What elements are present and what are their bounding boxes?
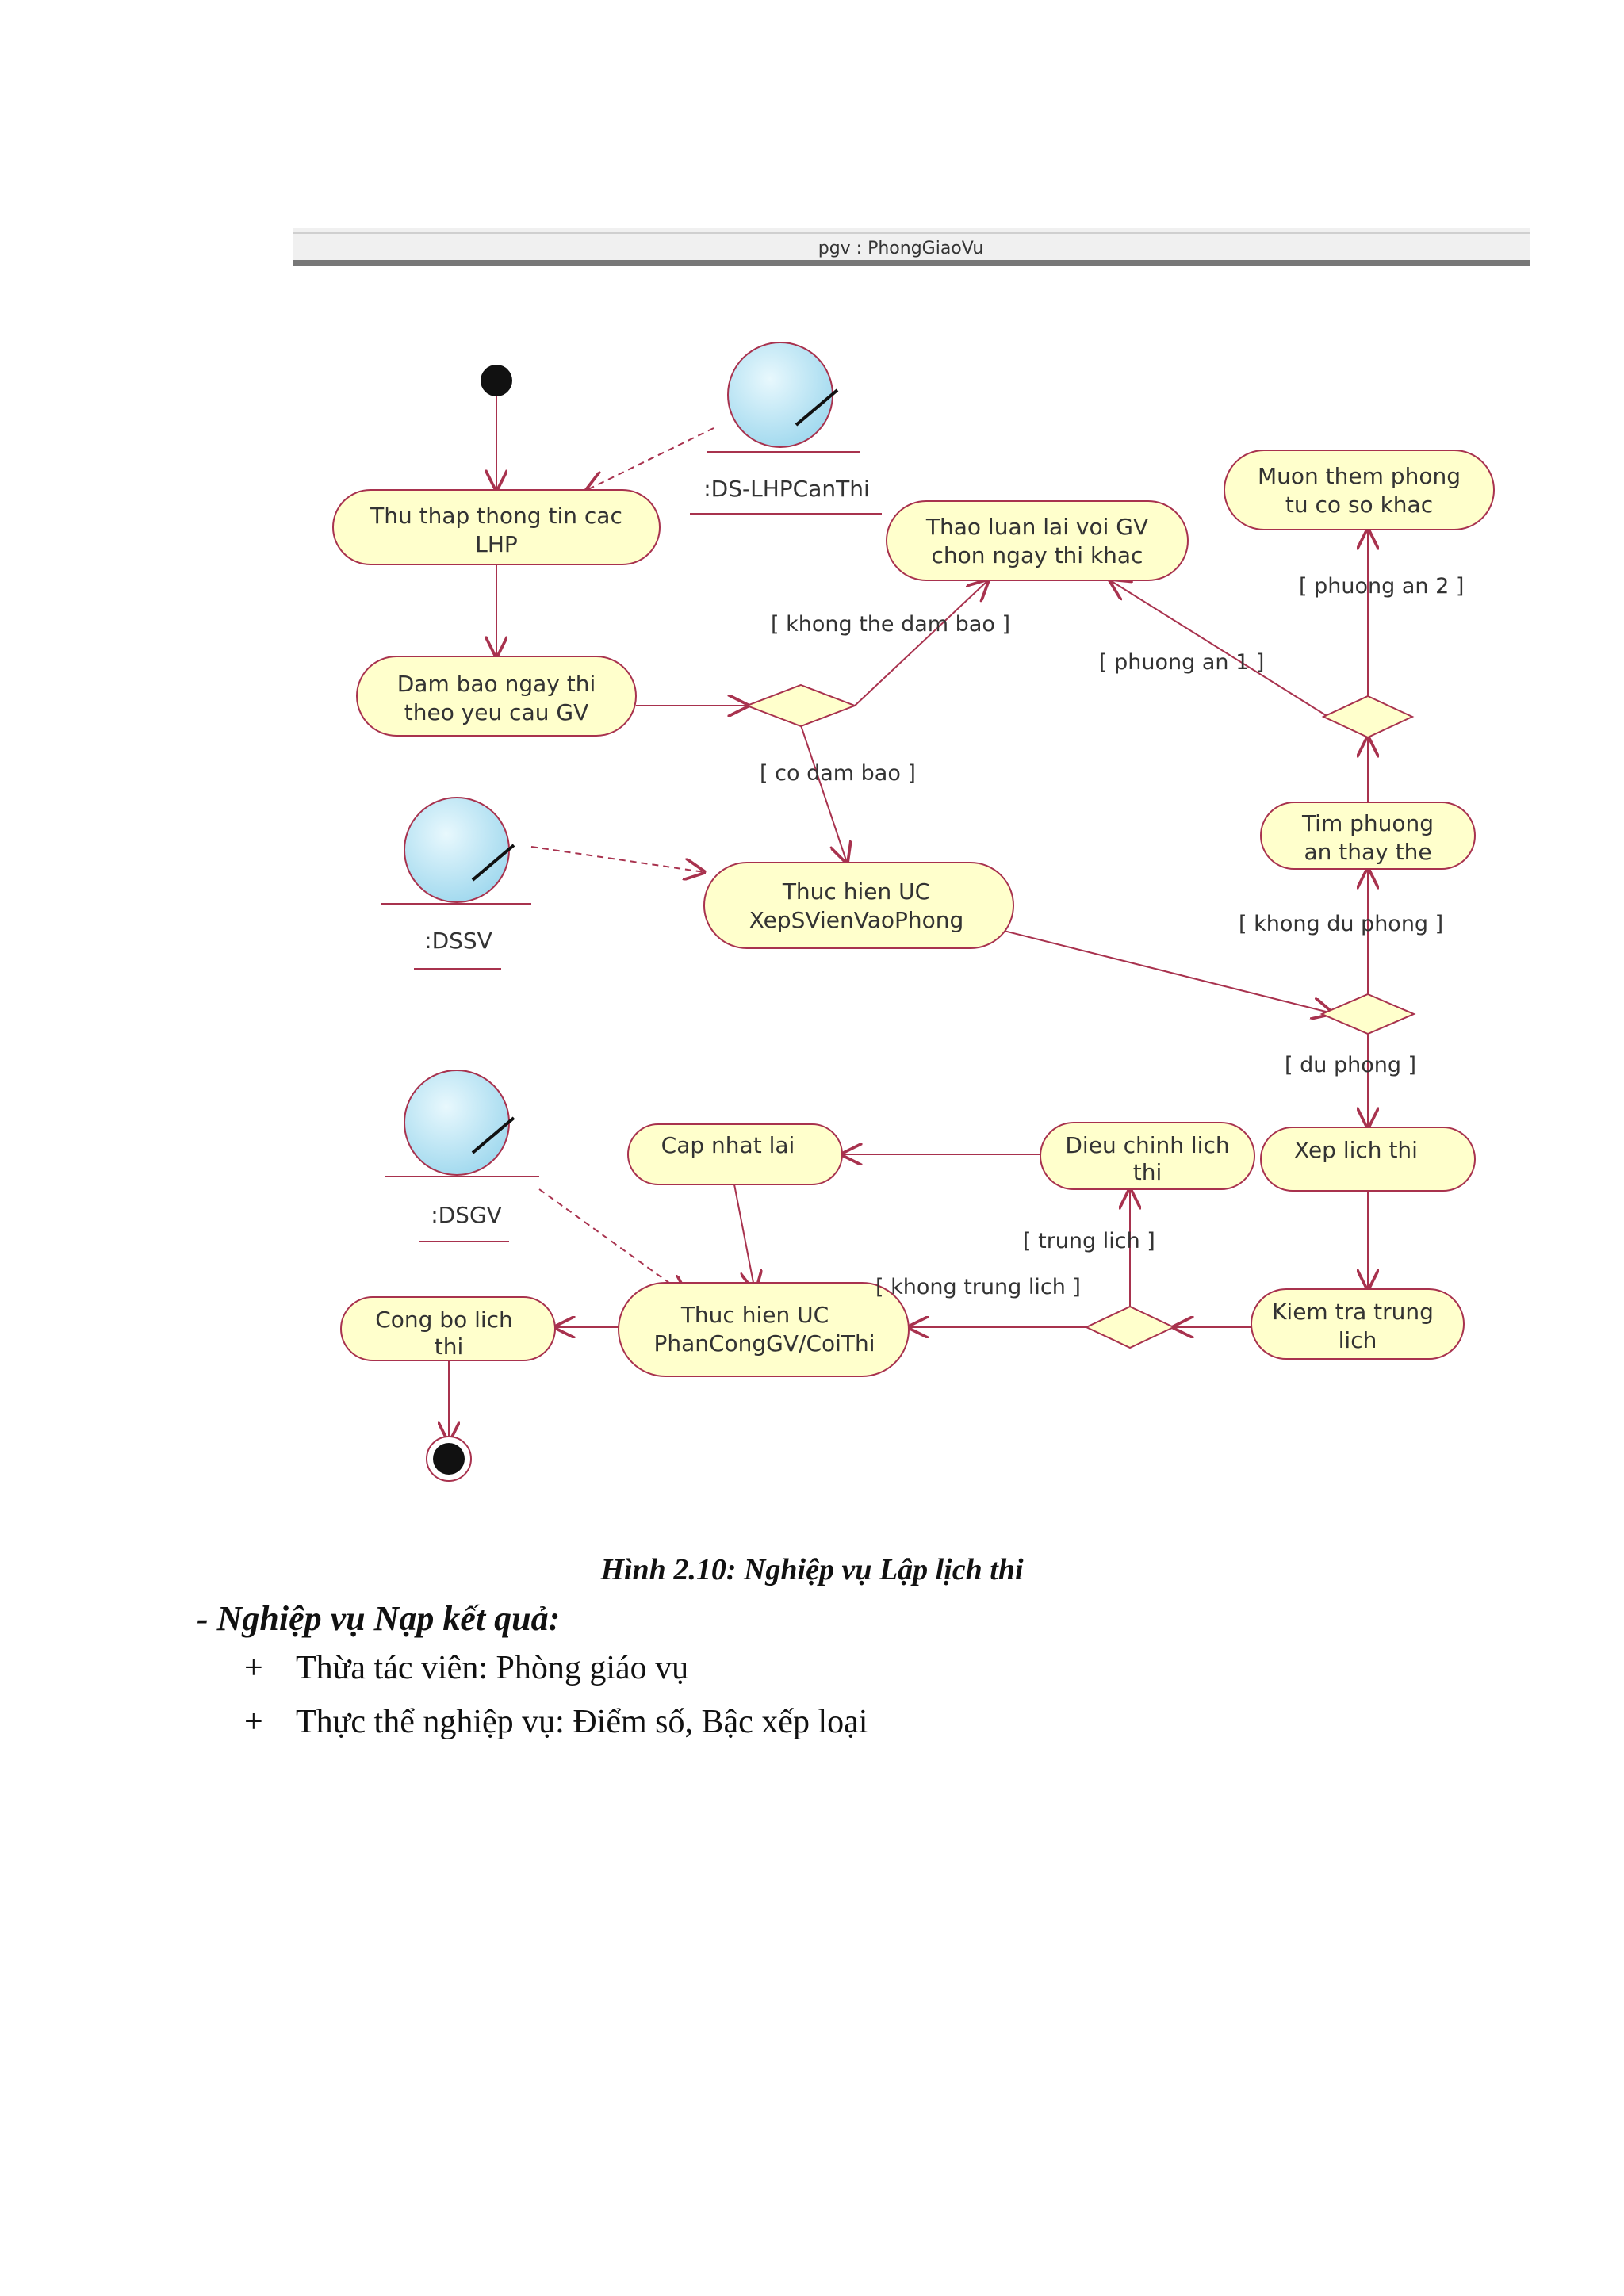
guard-du-phong: [ du phong ] [1285,1053,1416,1077]
guard-khong-the: [ khong the dam bao ] [771,612,1010,637]
guard-phuong-an-2: [ phuong an 2 ] [1299,574,1464,599]
label-muon-them-1: Muon them phong [1258,463,1461,489]
object-dsgv-label: :DSGV [431,1202,502,1228]
label-tim-phuong-2: an thay the [1304,839,1431,865]
activity-cong-bo [340,1296,556,1361]
label-dieu-chinh-1: Dieu chinh lich [1065,1132,1229,1158]
object-ds-lhp-label: :DS-LHPCanThi [703,476,870,502]
decision-dam-bao [745,683,857,728]
bullet-text: Thực thể nghiệp vụ: Điểm số, Bậc xếp loạ… [296,1704,868,1740]
edge-decision-to-thuc-hien-xep [799,722,847,863]
activity-cap-nhat [627,1123,843,1185]
label-muon-them-2: tu co so khac [1285,492,1433,518]
label-dam-bao-1: Dam bao ngay thi [397,671,596,697]
decision-du-phong [1320,993,1416,1035]
edge-cap-nhat-to-phan-cong [733,1184,755,1291]
initial-node [481,365,512,396]
object-dssv-label: :DSSV [424,928,492,954]
guard-khong-trung-lich: [ khong trung lich ] [875,1275,1081,1299]
label-kiem-tra-2: lich [1339,1327,1377,1353]
activity-thuc-hien-phan [618,1282,910,1377]
activity-dam-bao [356,656,637,737]
final-node [426,1436,472,1482]
label-tim-phuong-1: Tim phuong [1301,810,1434,836]
edge-decision-to-thao-luan-2 [1110,580,1329,718]
label-thu-thap-2: LHP [475,531,518,557]
bullet-item: + Thừa tác viên: Phòng giáo vụ [244,1649,688,1687]
label-kiem-tra-1: Kiem tra trung [1272,1299,1434,1325]
object-dsgv: :DSGV [385,1070,539,1242]
section-title: - Nghiệp vụ Nạp kết quả: [197,1599,561,1638]
label-xep-lich: Xep lich thi [1294,1137,1418,1163]
activity-xep-lich [1260,1127,1476,1192]
activity-tim-phuong [1260,802,1476,870]
activity-dieu-chinh [1040,1122,1255,1190]
activity-diagram: pgv : PhongGiaoVu [293,228,1530,1482]
edge-decision-to-thao-luan [854,580,988,706]
guard-khong-du-phong: [ khong du phong ] [1239,912,1443,936]
figure-caption: Hình 2.10: Nghiệp vụ Lập lịch thi [600,1553,1024,1586]
guard-co-dam-bao: [ co dam bao ] [760,761,916,786]
activity-thu-thap [332,489,661,565]
objflow-dssv [530,846,704,872]
decision-trung-lich [1084,1305,1176,1349]
bullet-item: + Thực thể nghiệp vụ: Điểm số, Bậc xếp lo… [244,1703,868,1741]
edge-xep-to-decision-phong [997,928,1332,1013]
transitions [449,396,1368,1441]
bullet-text: Thừa tác viên: Phòng giáo vụ [296,1650,689,1686]
label-thuc-hien-phan-2: PhanCongGV/CoiThi [653,1330,875,1357]
label-dieu-chinh-2: thi [1133,1159,1162,1185]
label-cong-bo-1: Cong bo lich [375,1307,513,1333]
label-thuc-hien-phan-1: Thuc hien UC [680,1302,829,1328]
activity-thuc-hien-xep [703,862,1014,949]
guard-trung-lich: [ trung lich ] [1023,1229,1155,1253]
guard-phuong-an-1: [ phuong an 1 ] [1099,650,1264,675]
label-cap-nhat: Cap nhat lai [661,1132,795,1158]
objflow-dsgv [538,1188,687,1295]
bullet-mark: + [244,1650,263,1686]
bullet-mark: + [244,1704,263,1740]
activity-muon-them [1224,450,1495,530]
object-ds-lhp: :DS-LHPCanThi [690,342,882,515]
label-thao-luan-1: Thao luan lai voi GV [925,514,1148,540]
swimlane-header: pgv : PhongGiaoVu [293,228,1530,266]
object-dssv: :DSSV [381,797,531,970]
objflow-ds-lhp [587,427,714,490]
activity-thao-luan [886,500,1189,581]
label-thuc-hien-xep-2: XepSVienVaoPhong [749,907,964,933]
decision-phuong-an [1321,695,1415,739]
label-cong-bo-2: thi [435,1334,464,1360]
swimlane-title: pgv : PhongGiaoVu [818,239,984,258]
label-dam-bao-2: theo yeu cau GV [404,699,588,725]
label-thao-luan-2: chon ngay thi khac [932,542,1143,568]
activity-kiem-tra [1251,1288,1465,1360]
label-thuc-hien-xep-1: Thuc hien UC [782,878,930,905]
label-thu-thap-1: Thu thap thong tin cac [370,503,622,529]
